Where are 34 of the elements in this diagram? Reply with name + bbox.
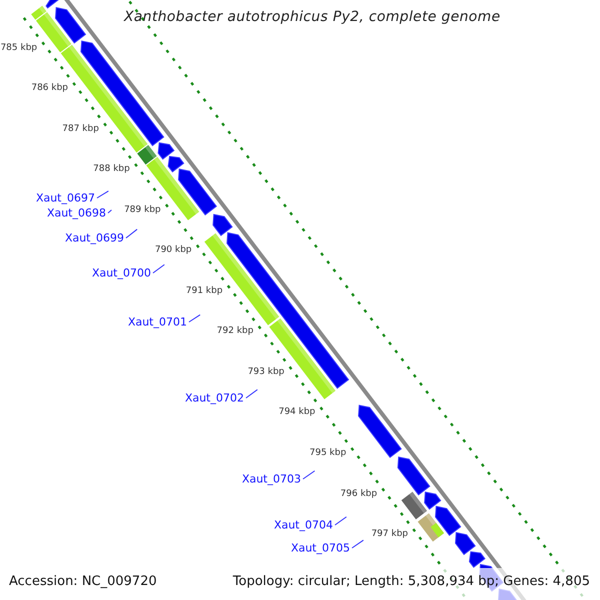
gene-label: Xaut_0699 — [64, 232, 124, 244]
position-label: 795 kbp — [310, 448, 346, 458]
leader-line — [302, 470, 316, 480]
leader-line — [188, 314, 201, 322]
leader-line — [246, 389, 258, 398]
position-label: 794 kbp — [278, 407, 316, 418]
accession-text: Accession: NC_009720 — [9, 574, 157, 589]
leader-line — [96, 190, 109, 198]
position-label: 787 kbp — [62, 124, 99, 134]
position-label: 788 kbp — [93, 164, 130, 174]
gene-label: Xaut_0700 — [92, 266, 151, 280]
leader-line — [126, 228, 138, 238]
position-label: 789 kbp — [124, 204, 161, 215]
gene-label: Xaut_0704 — [274, 518, 333, 532]
gene-label: Xaut_0702 — [184, 392, 244, 404]
position-label: 785 kbp — [0, 42, 38, 53]
gene-label: Xaut_0698 — [46, 206, 106, 220]
leader-line — [108, 210, 112, 214]
gene-label: Xaut_0703 — [242, 472, 301, 486]
position-label: 796 kbp — [340, 488, 378, 499]
leader-line — [152, 264, 165, 274]
position-label: 792 kbp — [216, 326, 254, 336]
position-label: 793 kbp — [248, 366, 284, 377]
position-label: 797 kbp — [371, 529, 408, 540]
gene-label: Xaut_0705 — [290, 542, 350, 554]
position-label: 786 kbp — [31, 83, 68, 94]
title: Xanthobacter autotrophicus Py2, complete genome — [124, 9, 500, 25]
position-label: 791 kbp — [186, 286, 223, 296]
position-label: 790 kbp — [154, 245, 192, 256]
gene-label: Xaut_0701 — [128, 316, 187, 328]
gene-label: Xaut_0697 — [36, 192, 95, 204]
leader-line — [334, 516, 347, 526]
leader-line — [352, 540, 364, 548]
genome-summary-text: Topology: circular; Length: 5,308,934 bp; Genes: 4,805 — [232, 574, 590, 589]
